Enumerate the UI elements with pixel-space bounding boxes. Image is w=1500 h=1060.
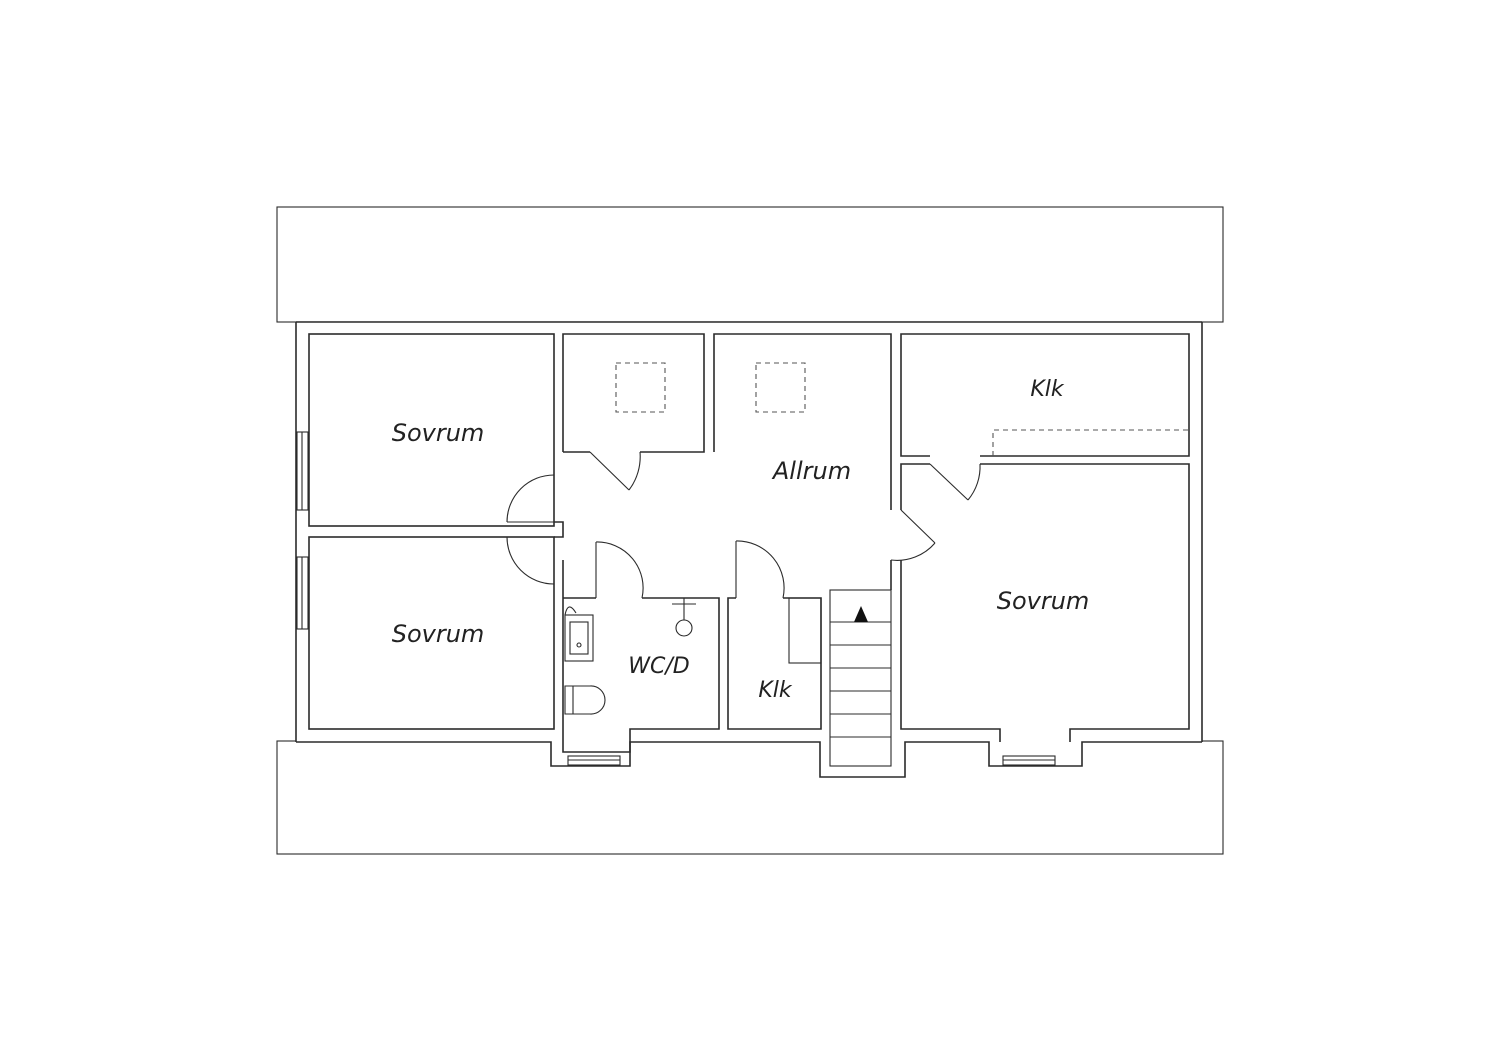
roof-band-top: [276, 206, 1224, 323]
door-swing-icon: [735, 540, 785, 599]
door-swing-icon: [595, 541, 644, 599]
room-sovrum-bottom-left: [308, 536, 555, 730]
room-label-allrum: Allrum: [771, 457, 851, 485]
room-label-sovrum-bottom-left: Sovrum: [392, 620, 485, 648]
shower-icon: [672, 598, 696, 637]
window-icon: [296, 431, 309, 511]
door-swing-icon: [506, 474, 555, 523]
room-closet-top: [562, 333, 705, 453]
door-swing-icon: [506, 536, 555, 585]
skylight-icon: [755, 362, 806, 413]
sink-icon: [564, 606, 594, 662]
door-swing-icon: [890, 509, 936, 561]
window-icon: [567, 755, 621, 766]
room-wc-d: [562, 560, 720, 753]
window-icon: [296, 556, 309, 630]
room-allrum: [713, 333, 892, 510]
stair-arrow-icon: [854, 606, 868, 622]
room-sovrum-right: [900, 463, 930, 510]
room-label-sovrum-right: Sovrum: [997, 587, 1090, 615]
room-label-sovrum-top-left: Sovrum: [392, 419, 485, 447]
roof-band-bottom: [276, 740, 1224, 855]
toilet-icon: [564, 685, 606, 715]
room-label-wc-d: WC/D: [628, 654, 689, 679]
room-sovrum-top-left: [308, 333, 555, 527]
skylight-icon: [615, 362, 666, 413]
door-swing-icon: [929, 463, 981, 501]
stair: [829, 589, 892, 767]
outer-walls: [295, 321, 1203, 778]
window-icon: [1002, 755, 1056, 766]
door-swing-icon: [589, 451, 641, 491]
room-label-klk-center: Klk: [758, 678, 793, 703]
room-klk-top-right: [900, 333, 1190, 457]
room-label-klk-top-right: Klk: [1030, 377, 1065, 402]
